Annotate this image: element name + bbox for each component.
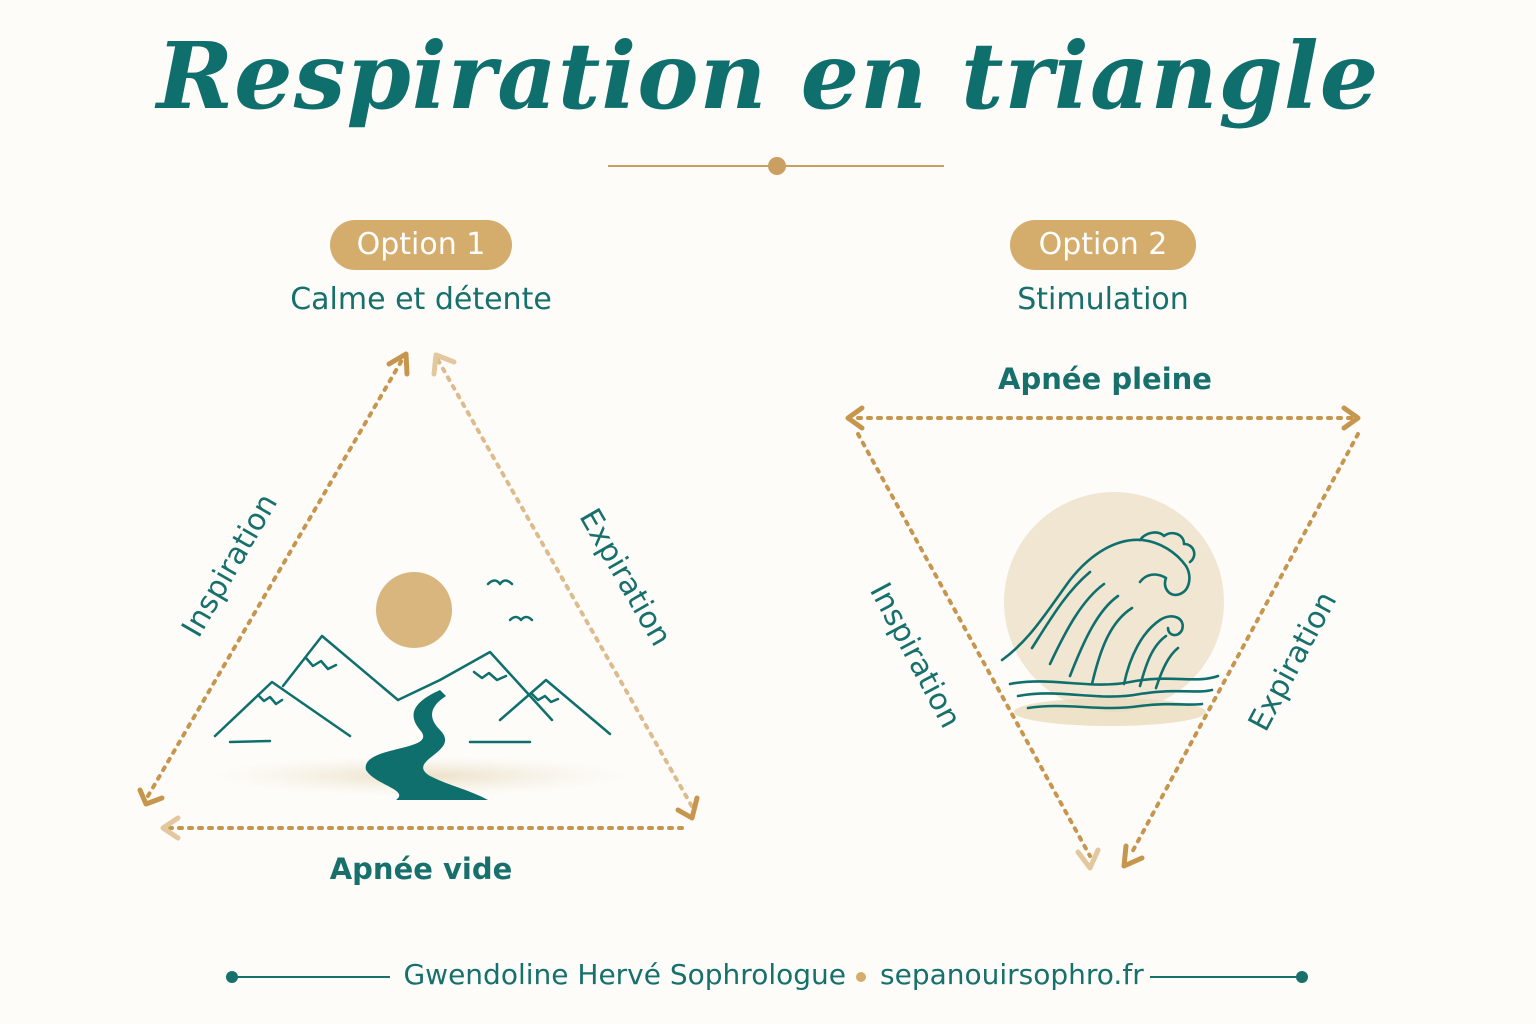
option-2-subtitle: Stimulation — [1017, 282, 1189, 317]
option-1-subtitle: Calme et détente — [290, 282, 552, 317]
option-1-apnee-vide-label: Apnée vide — [329, 852, 513, 886]
wave-icon — [1000, 492, 1224, 726]
triangle-option-2 — [856, 416, 1360, 858]
page-title: Respiration en triangle — [156, 22, 1380, 130]
arrowheads-option-1 — [137, 351, 700, 841]
triangle-option-1 — [146, 358, 696, 830]
footer-author: Gwendoline Hervé Sophrologue — [403, 958, 846, 991]
footer-divider — [226, 971, 1308, 983]
option-1-badge: Option 1 — [330, 220, 512, 270]
title-divider — [608, 157, 944, 175]
option-2-apnee-pleine-label: Apnée pleine — [998, 362, 1212, 396]
mountain-landscape-icon — [210, 572, 630, 800]
arrowheads-option-2 — [845, 405, 1361, 871]
footer-website[interactable]: sepanouirsophro.fr — [880, 958, 1144, 991]
option-2-badge: Option 2 — [1010, 220, 1196, 270]
